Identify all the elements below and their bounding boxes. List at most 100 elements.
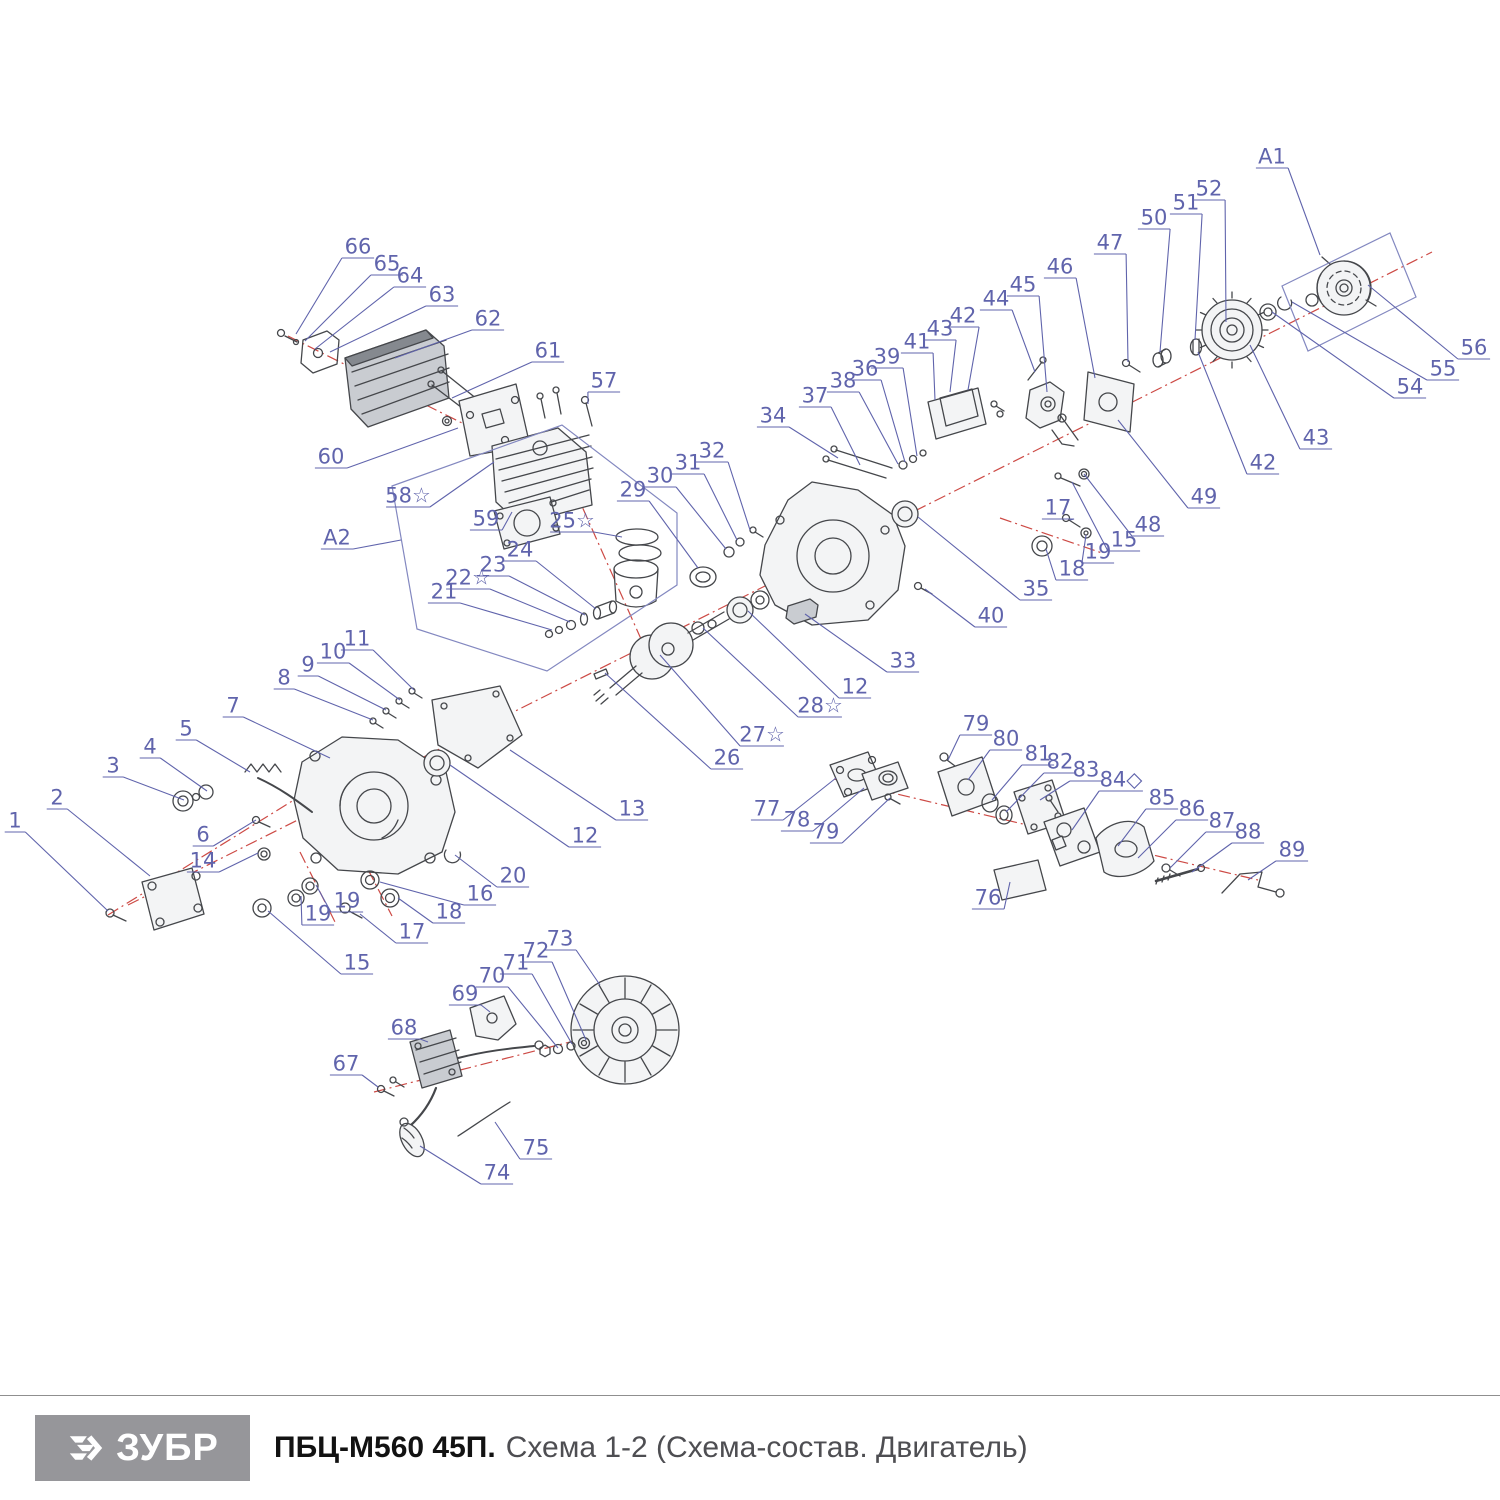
callout-84◇: 84◇	[1071, 768, 1143, 831]
piston-assembly	[544, 528, 662, 639]
callout-number: 89	[1279, 838, 1306, 862]
assembly-boxes	[391, 232, 1417, 672]
callout-number: 15	[344, 951, 371, 975]
leader-line	[329, 1074, 379, 1088]
leader-line	[1192, 199, 1227, 323]
leader-line	[449, 764, 602, 848]
leader-line	[1255, 167, 1321, 256]
leader-line	[1249, 344, 1333, 450]
guide-plates	[927, 387, 1005, 440]
callout-63: 63	[329, 283, 459, 353]
leader-line	[798, 406, 861, 466]
callout-44: 44	[979, 287, 1036, 373]
schema-subtitle: Схема 1-2 (Схема-состав. Двигатель)	[505, 1431, 1028, 1464]
callout-number: 65	[374, 252, 401, 276]
leader-line	[454, 854, 530, 888]
leader-line	[329, 305, 459, 353]
callout-number: 88	[1235, 820, 1262, 844]
zubr-logo-icon	[69, 1435, 103, 1461]
leader-line	[503, 560, 597, 610]
callout-74: 74	[419, 1145, 514, 1185]
flywheel	[570, 975, 680, 1085]
callout-35: 35	[917, 516, 1053, 601]
callout-number: 1	[8, 809, 21, 833]
callout-number: 10	[320, 640, 347, 664]
callout-number: 50	[1141, 206, 1168, 230]
leader-line	[469, 511, 513, 531]
callout-78: 78	[780, 787, 865, 832]
callout-number: 61	[535, 339, 562, 363]
callout-number: 43	[1303, 426, 1330, 450]
callout-57: 57	[587, 369, 621, 405]
callout-number: 49	[1191, 485, 1218, 509]
leader-line	[1169, 831, 1239, 869]
airbox-base	[1095, 820, 1155, 878]
callout-21: 21	[427, 580, 553, 631]
leader-line	[1117, 419, 1221, 509]
callout-number: 79	[963, 712, 990, 736]
callout-60: 60	[314, 427, 459, 469]
callout-73: 73	[543, 927, 601, 986]
callout-number: 41	[904, 330, 931, 354]
callout-number: 11	[344, 627, 371, 651]
callout-number: 75	[523, 1136, 550, 1160]
leader-line	[1071, 481, 1141, 552]
callout-86: 86	[1137, 797, 1209, 859]
oil-pump-plate	[141, 867, 205, 931]
leader-line	[543, 949, 601, 986]
leader-line	[222, 716, 331, 759]
cylinder-assembly	[491, 386, 594, 550]
coil-bracket	[469, 995, 517, 1041]
callout-62: 62	[394, 307, 505, 359]
callout-number: 77	[754, 797, 781, 821]
callout-54: 54	[1271, 311, 1427, 399]
callout-66: 66	[295, 235, 375, 335]
leader-line	[947, 734, 993, 761]
callout-20: 20	[454, 854, 530, 888]
callout-18: 18	[1045, 548, 1089, 581]
leader-line	[967, 749, 1023, 781]
leader-line	[946, 326, 980, 391]
callout-50: 50	[1137, 206, 1171, 353]
callout-28☆: 28☆	[702, 627, 843, 718]
leader-line	[394, 329, 505, 359]
callout-43: 43	[923, 317, 957, 393]
callout-24: 24	[503, 538, 597, 610]
callout-40: 40	[924, 588, 1008, 628]
leader-line	[1083, 473, 1165, 537]
leader-line	[1043, 277, 1096, 379]
callout-83: 83	[1039, 758, 1103, 801]
callout-19: 19	[315, 884, 364, 913]
exploded-diagram: 666564636261576058☆59A225☆242322☆2129303…	[4, 145, 1491, 1185]
leader-line	[924, 588, 1008, 628]
leader-line	[1291, 301, 1460, 381]
callout-number: 12	[842, 675, 869, 699]
callout-16: 16	[379, 881, 497, 906]
callout-number: 73	[547, 927, 574, 951]
leader-line	[702, 627, 842, 718]
leader-line	[1367, 284, 1491, 360]
callout-71: 71	[499, 951, 573, 1045]
leader-line	[1071, 790, 1143, 831]
boot-spring-wire	[457, 1101, 511, 1137]
callout-number: 44	[983, 287, 1010, 311]
leader-line	[1191, 842, 1265, 873]
pump-cover	[1083, 371, 1135, 433]
callout-75: 75	[494, 1121, 553, 1160]
leader-line	[315, 884, 364, 913]
callout-11: 11	[340, 627, 415, 691]
leader-line	[1081, 534, 1115, 564]
callout-37: 37	[798, 384, 861, 466]
leader-line	[1041, 518, 1075, 521]
leader-line	[1039, 780, 1103, 801]
callout-34: 34	[756, 404, 839, 459]
callout-9: 9	[297, 653, 387, 711]
callout-67: 67	[329, 1052, 379, 1088]
leader-line	[419, 1145, 514, 1185]
callout-number: 35	[1023, 577, 1050, 601]
callout-30: 30	[643, 464, 727, 550]
callout-41: 41	[900, 330, 936, 401]
callout-51: 51	[1169, 191, 1203, 341]
leader-line	[448, 1004, 491, 1013]
